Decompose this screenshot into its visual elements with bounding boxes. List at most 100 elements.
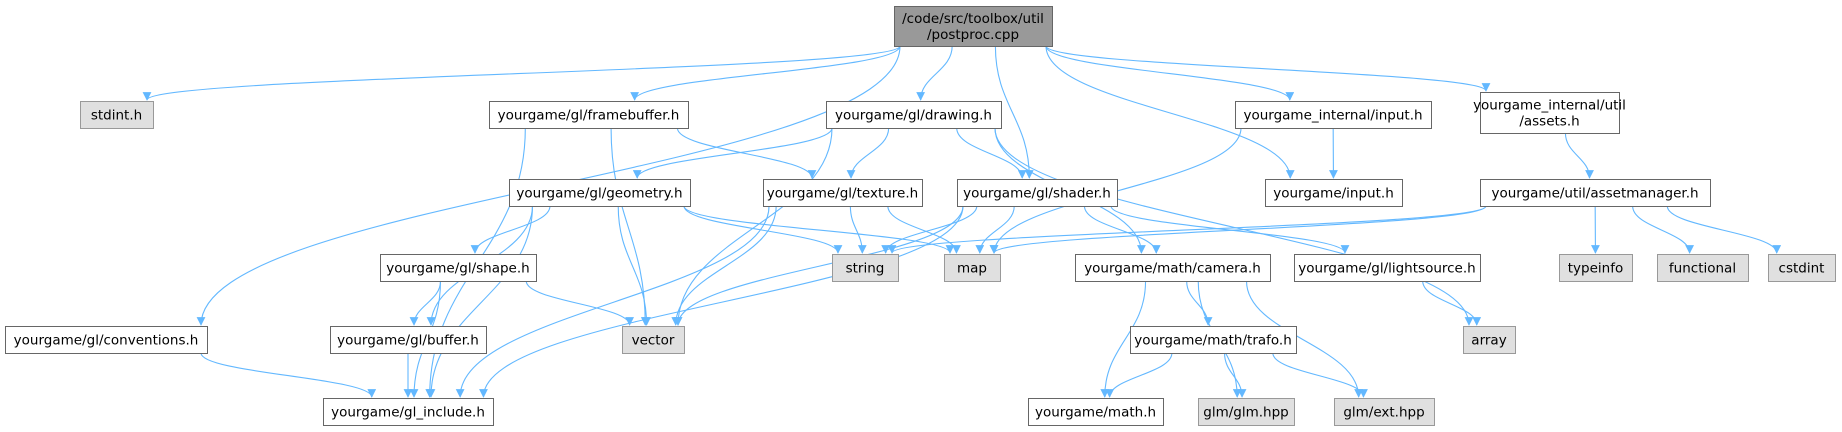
node-box	[489, 101, 689, 129]
edge-assetmanager-to-map	[989, 205, 1487, 254]
node-box	[832, 254, 899, 282]
edge-trafo-to-ext	[1272, 352, 1368, 398]
node-cstdint: cstdint	[1768, 254, 1836, 282]
node-map: map	[944, 254, 1001, 282]
node-box	[1265, 179, 1403, 207]
edge-framebuffer-to-texture	[676, 127, 817, 179]
node-box	[1235, 101, 1432, 129]
node-stdint_h: stdint.h	[80, 101, 154, 129]
node-label: string	[846, 261, 885, 277]
node-root[interactable]: /code/src/toolbox/util/postproc.cpp	[894, 6, 1053, 47]
node-math[interactable]: yourgame/math.h	[1028, 398, 1164, 426]
node-label: functional	[1669, 261, 1736, 277]
node-label: yourgame/gl/lightsource.h	[1298, 261, 1475, 277]
edge-root-to-stdint_h	[142, 45, 901, 101]
edge-root-to-drawing	[916, 45, 953, 101]
edge-shader-to-gl_include	[479, 205, 964, 398]
edge-geometry-to-vector	[617, 205, 651, 326]
nodes-layer: /code/src/toolbox/util/postproc.cpp stdin…	[5, 6, 1836, 426]
node-label: yourgame/gl/conventions.h	[14, 333, 199, 349]
node-label: yourgame/input.h	[1273, 186, 1394, 202]
edge-root-to-framebuffer	[630, 45, 901, 101]
node-drawing[interactable]: yourgame/gl/drawing.h	[826, 101, 1002, 129]
node-box	[1559, 254, 1633, 282]
node-internal_assets[interactable]: yourgame_internal/util/assets.h	[1473, 92, 1626, 134]
node-box	[1480, 92, 1620, 134]
node-box	[1480, 179, 1711, 207]
edge-assetmanager-to-string	[887, 205, 1487, 254]
node-box	[509, 179, 691, 207]
node-glm: glm/glm.hpp	[1198, 398, 1295, 426]
edge-root-to-internal_assets	[1045, 45, 1491, 92]
edge-root-to-input	[1045, 45, 1295, 179]
node-label: glm/ext.hpp	[1343, 405, 1424, 421]
node-box	[5, 326, 208, 354]
node-trafo[interactable]: yourgame/math/trafo.h	[1130, 326, 1297, 354]
node-label: stdint.h	[91, 108, 142, 124]
node-label: yourgame/gl/geometry.h	[516, 186, 682, 202]
node-framebuffer[interactable]: yourgame/gl/framebuffer.h	[489, 101, 689, 129]
node-label: yourgame/math/camera.h	[1084, 261, 1261, 277]
node-label: /postproc.cpp	[927, 27, 1019, 43]
edge-assetmanager-to-cstdint	[1666, 205, 1782, 254]
node-typeinfo: typeinfo	[1559, 254, 1633, 282]
edge-geometry-to-gl_include	[426, 205, 534, 398]
node-shader[interactable]: yourgame/gl/shader.h	[957, 179, 1118, 207]
node-label: cstdint	[1779, 261, 1825, 277]
edge-texture-to-map	[887, 205, 961, 254]
node-texture[interactable]: yourgame/gl/texture.h	[763, 179, 923, 207]
edge-trafo-to-glm	[1224, 352, 1247, 398]
node-label: yourgame/gl/drawing.h	[835, 108, 992, 124]
edge-lightsource-to-array	[1422, 280, 1482, 326]
edge-trafo-to-math	[1105, 352, 1173, 398]
node-buffer[interactable]: yourgame/gl/buffer.h	[330, 326, 487, 354]
edge-assetmanager-to-functional	[1632, 205, 1694, 254]
edge-camera-to-ext	[1245, 280, 1364, 398]
node-vector: vector	[622, 326, 685, 354]
node-functional: functional	[1657, 254, 1749, 282]
node-label: yourgame/math/trafo.h	[1134, 333, 1292, 349]
node-box	[1075, 254, 1271, 282]
node-box	[622, 326, 685, 354]
node-box	[826, 101, 1002, 129]
edge-shape-to-vector	[525, 280, 634, 326]
node-box	[1198, 398, 1295, 426]
node-shape[interactable]: yourgame/gl/shape.h	[380, 254, 537, 282]
node-assetmanager[interactable]: yourgame/util/assetmanager.h	[1480, 179, 1711, 207]
node-label: vector	[632, 333, 675, 349]
edge-drawing-to-vector	[673, 127, 833, 326]
edge-camera-to-math	[1100, 280, 1147, 398]
node-array: array	[1463, 326, 1516, 354]
node-box	[380, 254, 537, 282]
node-geometry[interactable]: yourgame/gl/geometry.h	[509, 179, 691, 207]
node-label: yourgame/gl/buffer.h	[337, 333, 479, 349]
node-box	[1334, 398, 1435, 426]
edge-framebuffer-to-vector	[610, 127, 650, 326]
node-box	[323, 398, 494, 426]
edge-internal_assets-to-assetmanager	[1564, 132, 1594, 179]
node-box	[1463, 326, 1516, 354]
node-label: /assets.h	[1519, 114, 1579, 130]
edge-shader-to-vector	[673, 205, 964, 326]
edge-conventions-to-gl_include	[200, 352, 377, 398]
node-box	[1028, 398, 1164, 426]
edges-layer	[142, 45, 1782, 398]
edge-shader-to-lightsource	[1110, 205, 1350, 254]
node-lightsource[interactable]: yourgame/gl/lightsource.h	[1294, 254, 1481, 282]
edge-shader-to-map	[975, 205, 1015, 254]
node-conventions[interactable]: yourgame/gl/conventions.h	[5, 326, 208, 354]
node-box	[957, 179, 1118, 207]
edge-shape-to-buffer	[409, 280, 442, 326]
node-internal_input[interactable]: yourgame_internal/input.h	[1235, 101, 1432, 129]
edge-root-to-internal_input	[1045, 45, 1295, 101]
node-gl_include[interactable]: yourgame/gl_include.h	[323, 398, 494, 426]
node-input[interactable]: yourgame/input.h	[1265, 179, 1403, 207]
edge-geometry-to-map	[683, 205, 955, 254]
node-box	[763, 179, 923, 207]
node-label: yourgame_internal/input.h	[1243, 108, 1422, 124]
node-label: yourgame/gl_include.h	[331, 405, 485, 421]
edge-camera-to-trafo	[1186, 280, 1213, 326]
node-camera[interactable]: yourgame/math/camera.h	[1075, 254, 1271, 282]
node-label: yourgame_internal/util	[1473, 98, 1626, 114]
node-box	[1768, 254, 1836, 282]
